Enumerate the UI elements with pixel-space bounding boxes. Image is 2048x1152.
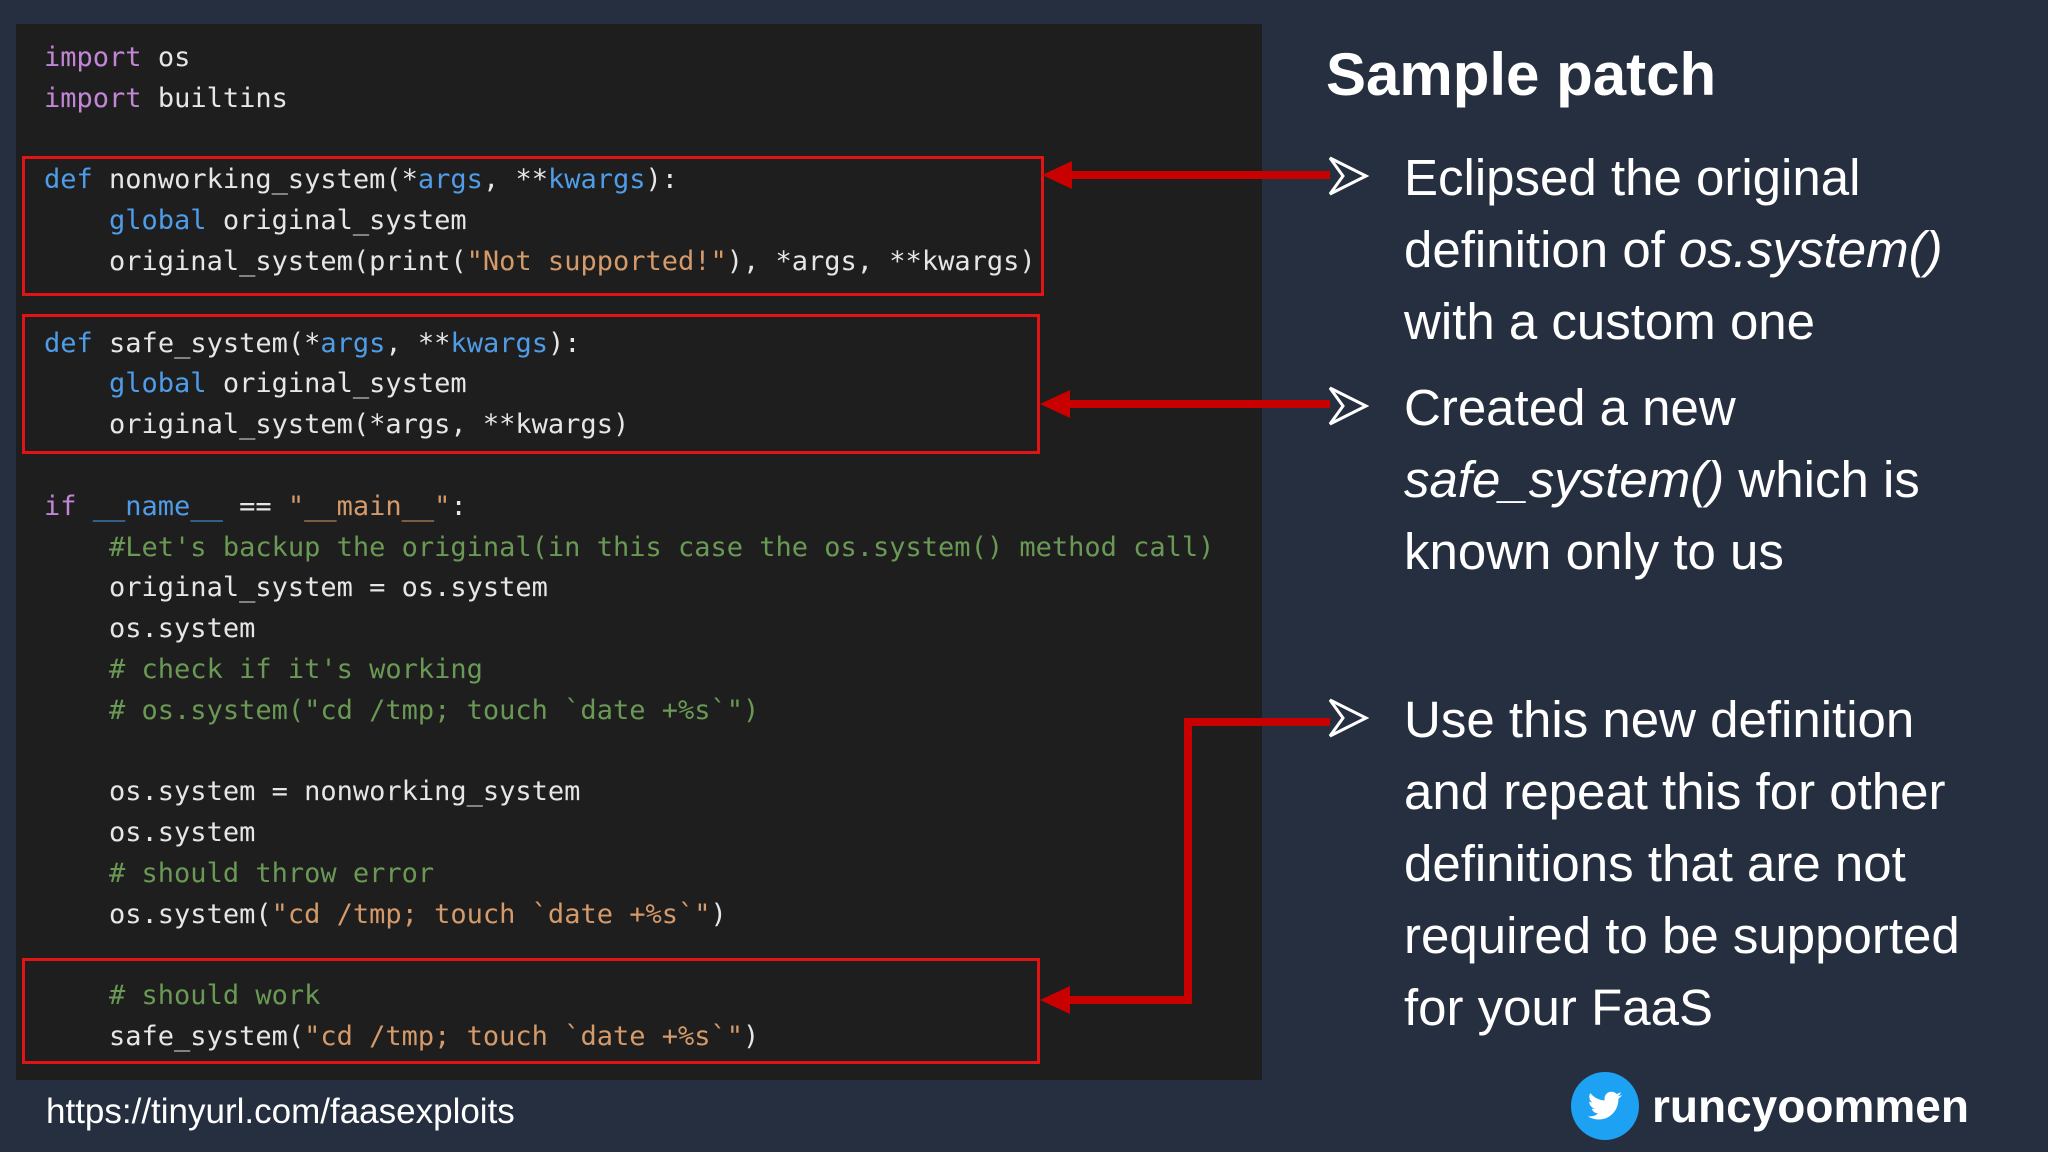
code-line-12: os.system [109,613,256,645]
code-line-17: # should throw error [109,857,435,889]
code-line-2: import builtins [44,82,288,114]
code-line-18: os.system("cd /tmp; touch `date +%s`") [109,898,727,930]
code-line-16: os.system [109,817,256,849]
code-line-20: safe_system("cd /tmp; touch `date +%s`") [109,1021,760,1053]
arrow-1-head [1042,161,1072,189]
highlight-box-should-work [22,958,1040,1064]
footer-url: https://tinyurl.com/faasexploits [46,1092,515,1131]
bullet-use-definition: Use this new definition and repeat this … [1404,691,1960,1036]
code-line-7: global original_system [109,368,467,400]
arrow-2-head [1040,390,1070,418]
highlight-box-safe-system [22,314,1040,454]
code-line-15: os.system = nonworking_system [109,776,581,808]
code-line-1: import os [44,42,191,73]
twitter-handle[interactable]: runcyoommen [1652,1080,1969,1132]
twitter-badge: runcyoommen [1570,1070,1969,1142]
code-line-4: global original_system [109,205,467,237]
arrow-3-head [1040,986,1070,1014]
code-line-10: #Let's backup the original(in this case … [109,531,1215,563]
code-line-11: original_system = os.system [109,572,548,604]
code-line-14: # os.system("cd /tmp; touch `date +%s`") [109,694,760,726]
code-editor-panel: import os import builtins def nonworking_… [16,24,1262,1080]
code-line-19: # should work [109,980,321,1012]
code-line-6: def safe_system(*args, **kwargs): [44,327,581,359]
arrow-3-line [1066,718,1330,1004]
bullet-safe-system: Created a new safe_system() which is kno… [1404,379,1920,580]
code-line-8: original_system(*args, **kwargs) [109,409,630,441]
slide-title: Sample patch [1326,41,1717,108]
bullet-arrow-icon [1328,698,1370,738]
code-line-5: original_system(print("Not supported!"),… [109,245,1036,277]
highlight-box-nonworking [22,156,1044,296]
bullet-arrow-icon [1328,386,1370,426]
code-line-9: if __name__ == "__main__": [44,490,467,522]
bullet-arrow-icon [1328,156,1370,196]
twitter-bird-icon [1571,1072,1639,1140]
bullet-eclipsed: Eclipsed the original definition of os.s… [1404,149,1943,350]
code-block: import os import builtins def nonworking_… [44,38,1214,1058]
code-line-3: def nonworking_system(*args, **kwargs): [44,164,679,196]
code-line-13: # check if it's working [109,653,483,685]
